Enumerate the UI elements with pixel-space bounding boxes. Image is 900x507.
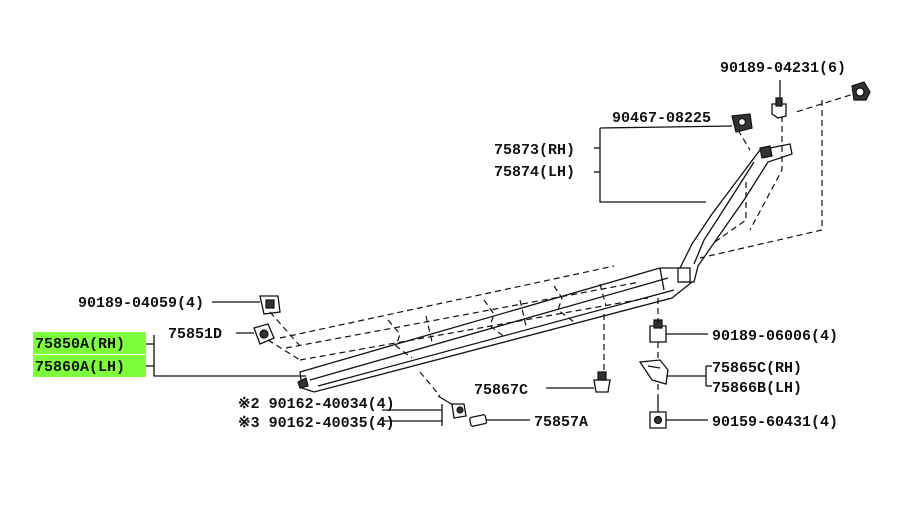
label-75867C: 75867C	[474, 382, 528, 399]
clip-90467-08225-icon	[731, 113, 753, 133]
clip-90189-04231-icon	[771, 97, 787, 119]
fastener-dashed-lines	[267, 298, 659, 397]
leader-lines	[146, 80, 781, 426]
highlight-75850A	[33, 332, 146, 354]
label-75851D: 75851D	[168, 326, 222, 343]
clip-75867C-icon	[593, 371, 611, 393]
molding-dashed-outline	[279, 265, 649, 361]
label-75857A: 75857A	[534, 414, 588, 431]
label-75865C-rh: 75865C(RH)	[712, 360, 802, 377]
label-75860A-lh: 75860A(LH)	[35, 359, 125, 376]
tape-75857A-icon	[469, 414, 488, 427]
label-90189-04231: 90189-04231(6)	[720, 60, 846, 77]
label-90162-40035: ※3 90162-40035(4)	[238, 415, 395, 432]
highlight-75860A	[33, 355, 146, 377]
label-90189-04059: 90189-04059(4)	[78, 295, 204, 312]
clip-90189-04059-icon	[259, 295, 281, 315]
label-75866B-lh: 75866B(LH)	[712, 380, 802, 397]
label-90162-40034: ※2 90162-40034(4)	[238, 396, 395, 413]
label-90159-60431: 90159-60431(4)	[712, 414, 838, 431]
label-75874-lh: 75874(LH)	[494, 164, 575, 181]
label-90467-08225: 90467-08225	[612, 110, 711, 127]
label-75850A-rh: 75850A(RH)	[35, 336, 125, 353]
clip-90189-06006-icon	[649, 319, 667, 343]
screw-90159-60431-icon	[649, 396, 667, 429]
label-90189-06006: 90189-06006(4)	[712, 328, 838, 345]
grommet-right-icon	[851, 81, 871, 101]
screw-90162-icon	[437, 395, 467, 419]
bracket-75865C-icon	[638, 359, 669, 385]
pillar-garnish	[677, 143, 793, 283]
pillar-dashed-lines	[699, 91, 861, 259]
label-75873-rh: 75873(RH)	[494, 142, 575, 159]
clip-75851D-icon	[253, 323, 275, 345]
rocker-panel-molding	[297, 267, 693, 393]
